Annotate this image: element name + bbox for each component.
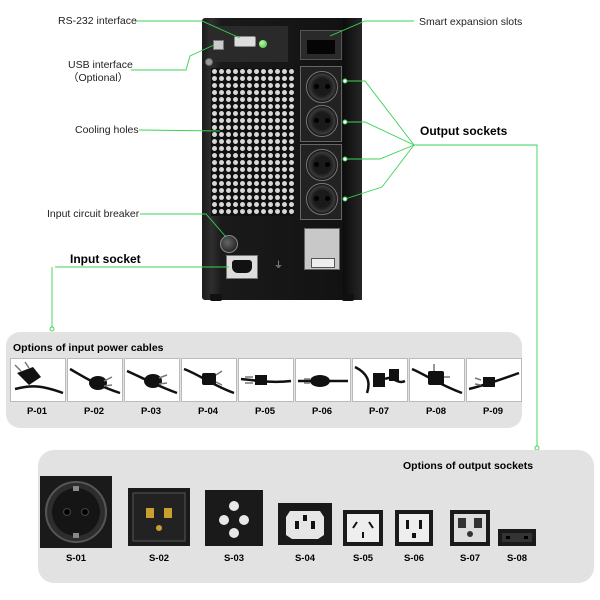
callout-output-sockets: Output sockets (420, 124, 507, 138)
cooling-leader (139, 130, 220, 131)
output-leader-3 (345, 145, 414, 159)
socket-code-s07: S-07 (450, 553, 490, 564)
au-socket-icon (343, 510, 383, 546)
nema-socket-icon (395, 510, 433, 546)
socket-code-s04: S-04 (278, 553, 332, 564)
cable-p02-image (67, 358, 123, 402)
combo-socket-icon (450, 510, 490, 546)
rs232-leader (135, 21, 240, 38)
cable-code-p08: P-08 (409, 406, 463, 417)
universal-socket-icon (128, 488, 190, 546)
four-pin-socket-icon (205, 490, 263, 546)
callout-rs232: RS-232 interface (58, 15, 137, 28)
socket-s03-image (205, 490, 263, 546)
cable-code-p06: P-06 (295, 406, 349, 417)
socket-code-s05: S-05 (343, 553, 383, 564)
plug-cable-icon (11, 359, 65, 401)
cable-code-p05: P-05 (238, 406, 292, 417)
cable-code-p09: P-09 (466, 406, 520, 417)
breaker-leader (140, 214, 226, 237)
callout-usb: USB interface (68, 59, 133, 72)
cable-p08-image (409, 358, 465, 402)
socket-s07-image (450, 510, 490, 546)
callout-usb-optional: （Optional） (68, 72, 128, 85)
socket-s06-image (395, 510, 433, 546)
socket-code-s02: S-02 (128, 553, 190, 564)
plug-cable-icon (296, 359, 350, 401)
cable-p04-image (181, 358, 237, 402)
output-leader-4 (345, 145, 414, 199)
plug-cable-icon (182, 359, 236, 401)
iec-c13-socket-icon (278, 503, 332, 545)
output-sockets-title: Options of output sockets (403, 460, 533, 472)
input-cables-title: Options of input power cables (13, 342, 164, 354)
expansion-leader (330, 21, 414, 36)
socket-s05-image (343, 510, 383, 546)
plug-cable-icon (410, 359, 464, 401)
socket-code-s01: S-01 (40, 553, 112, 564)
socket-code-s06: S-06 (395, 553, 433, 564)
socket-s08-image (498, 529, 536, 546)
cable-code-p04: P-04 (181, 406, 235, 417)
cable-code-p07: P-07 (352, 406, 406, 417)
schuko-socket-icon (40, 476, 112, 548)
cable-p05-image (238, 358, 294, 402)
plug-cable-icon (239, 359, 293, 401)
cable-p07-image (352, 358, 408, 402)
socket-s02-image (128, 488, 190, 546)
socket-code-s08: S-08 (498, 553, 536, 564)
socket-s04-image (278, 503, 332, 545)
slot-socket-icon (498, 529, 536, 546)
callout-breaker: Input circuit breaker (47, 208, 139, 221)
cable-p01-image (10, 358, 66, 402)
socket-s01-image (40, 476, 112, 548)
cable-code-p02: P-02 (67, 406, 121, 417)
cable-p03-image (124, 358, 180, 402)
plug-cable-icon (125, 359, 179, 401)
plug-cable-icon (68, 359, 122, 401)
cable-code-p01: P-01 (10, 406, 64, 417)
cable-p09-image (466, 358, 522, 402)
plug-cable-icon (467, 359, 521, 401)
output-leader-2 (345, 122, 414, 145)
plug-cable-icon (353, 359, 407, 401)
usb-leader (131, 45, 214, 70)
socket-code-s03: S-03 (205, 553, 263, 564)
cable-code-p03: P-03 (124, 406, 178, 417)
callout-cooling: Cooling holes (75, 124, 139, 137)
cable-p06-image (295, 358, 351, 402)
output-leader-1 (345, 81, 414, 145)
callout-input-socket: Input socket (70, 252, 141, 266)
callout-expansion: Smart expansion slots (419, 16, 522, 29)
